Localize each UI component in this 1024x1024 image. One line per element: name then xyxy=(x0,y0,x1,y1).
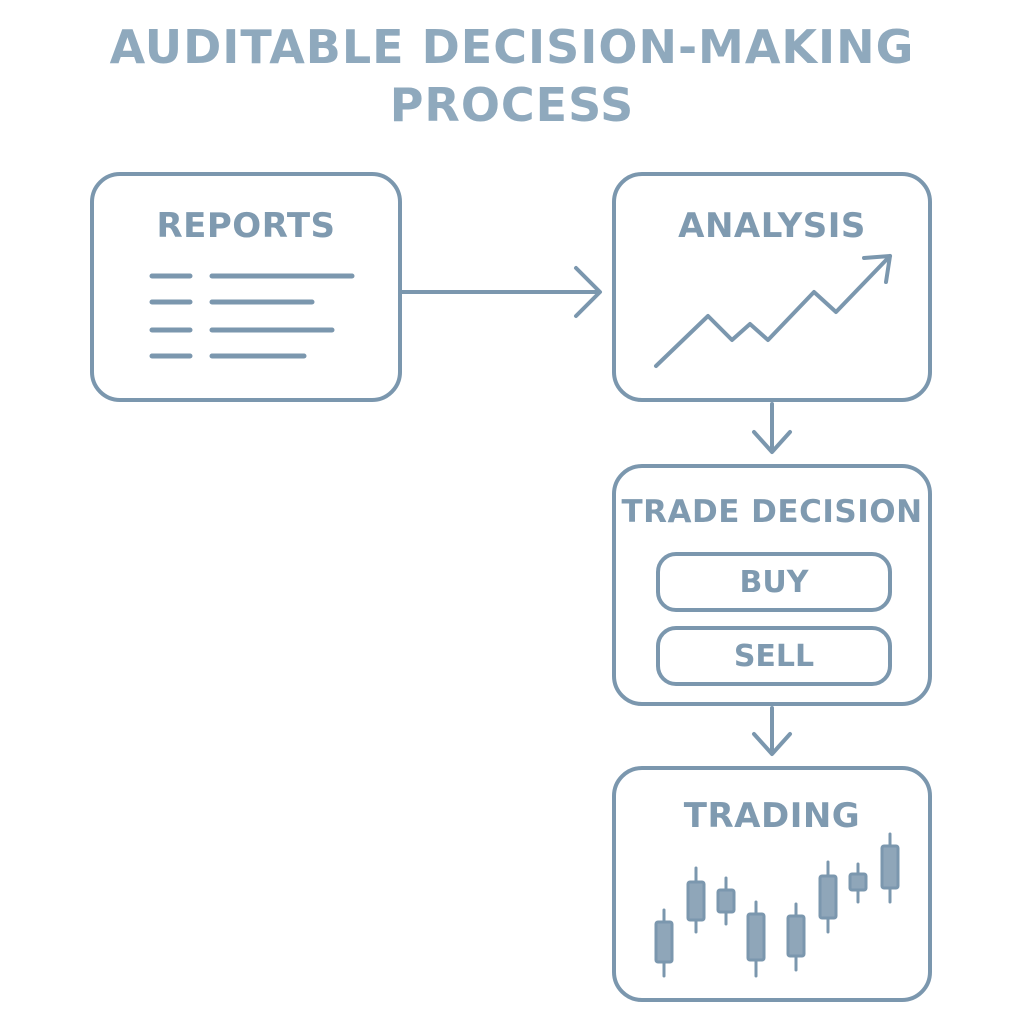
trading-label: TRADING xyxy=(683,796,861,836)
arrow-decision-to-trading xyxy=(752,706,792,756)
arrow-analysis-to-decision xyxy=(752,402,792,454)
reports-node: REPORTS xyxy=(90,172,402,402)
trade-decision-label: TRADE DECISION xyxy=(621,494,923,530)
document-lines-icon xyxy=(149,273,355,359)
title-line-2: PROCESS xyxy=(389,78,635,132)
trend-up-arrow-icon xyxy=(654,254,892,368)
title-line-1: AUDITABLE DECISION-MAKING xyxy=(109,20,915,74)
buy-option: BUY xyxy=(656,552,892,612)
diagram-title: AUDITABLE DECISION-MAKING PROCESS xyxy=(0,18,1024,134)
analysis-label: ANALYSIS xyxy=(678,206,866,246)
trade-decision-node: TRADE DECISION BUY SELL xyxy=(612,464,932,706)
trading-node: TRADING xyxy=(612,766,932,1002)
sell-option: SELL xyxy=(656,626,892,686)
analysis-node: ANALYSIS xyxy=(612,172,932,402)
arrow-reports-to-analysis xyxy=(400,266,602,318)
reports-label: REPORTS xyxy=(156,206,336,246)
candlestick-chart-icon xyxy=(654,832,900,978)
